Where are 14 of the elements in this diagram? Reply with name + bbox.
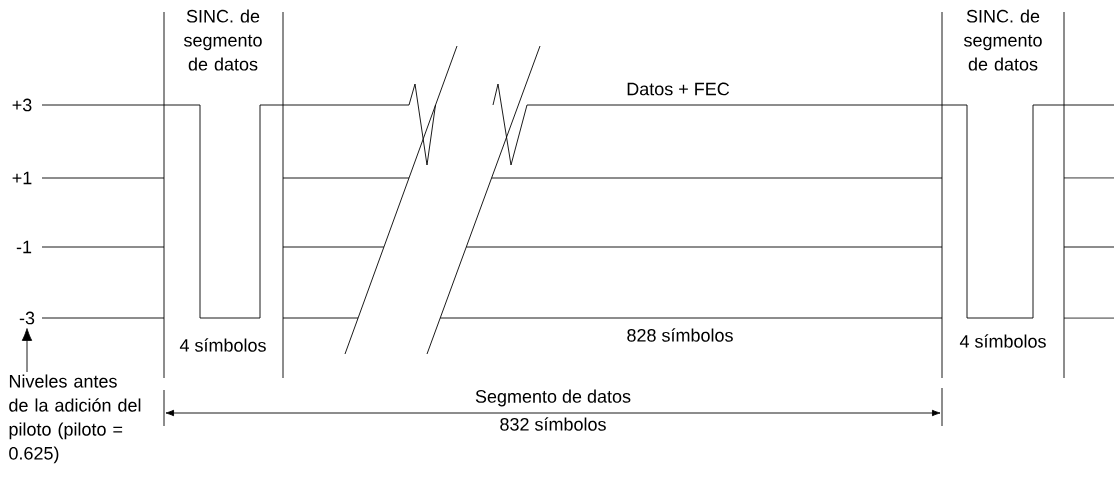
sync-label: SINC. de segmento de datos [964, 9, 1042, 71]
level-label: +1 [12, 171, 32, 185]
duration-label: 4 símbolos [179, 338, 266, 352]
dimension-label: Segmento de datos [475, 389, 631, 407]
level-label: -1 [16, 240, 32, 254]
arrow [21, 328, 33, 373]
signal-label: Datos + FEC [627, 82, 730, 96]
duration-label: 4 símbolos [959, 334, 1046, 348]
sync-label: SINC. de segmento de datos [184, 9, 262, 71]
level-label: +3 [12, 98, 32, 112]
note-text: Niveles antes de la adición del piloto (piloto = 0.625) [6, 372, 151, 466]
level-label: -3 [17, 309, 37, 327]
dimension-label: 832 símbolos [500, 417, 606, 431]
duration-label: 828 símbolos [627, 328, 733, 342]
